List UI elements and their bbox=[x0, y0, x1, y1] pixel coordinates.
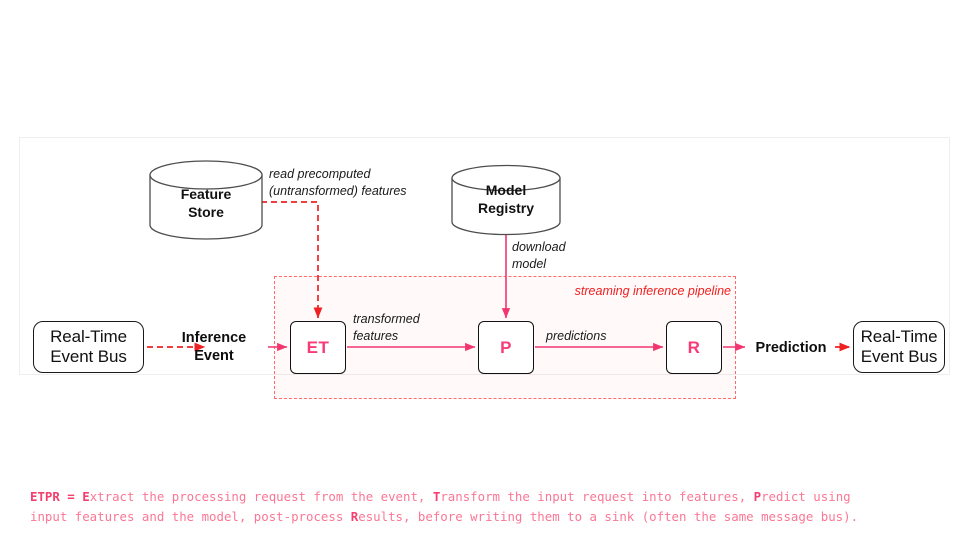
model-registry-node[interactable]: Model Registry bbox=[452, 166, 560, 236]
feature-store-node[interactable]: Feature Store bbox=[150, 161, 262, 239]
real-time-event-bus-input-node[interactable]: Real-Time Event Bus bbox=[33, 321, 144, 373]
edge-label-download-model: download model bbox=[512, 240, 566, 271]
edge-label-transformed-features: transformed features bbox=[353, 312, 420, 343]
bus-out-label: Real-Time Event Bus bbox=[861, 327, 938, 368]
bus-in-label-line2: Event Bus bbox=[50, 347, 127, 366]
bus-in-label-line1: Real-Time bbox=[50, 326, 127, 346]
feature-store-label-line1: Feature bbox=[180, 186, 232, 202]
feature-store-label-line2: Store bbox=[188, 203, 224, 220]
pipeline-group-label: streaming inference pipeline bbox=[574, 284, 731, 298]
etpr-caption-line-2: input features and the model, post-proce… bbox=[30, 509, 859, 525]
extract-transform-node[interactable]: ET bbox=[290, 321, 346, 374]
bus-out-label-line2: Event Bus bbox=[860, 347, 938, 366]
model-registry-label: Model Registry bbox=[452, 182, 560, 217]
results-node[interactable]: R bbox=[666, 321, 722, 374]
predict-label: P bbox=[500, 337, 512, 357]
etpr-caption-line-1: ETPR = Extract the processing request fr… bbox=[30, 489, 851, 504]
predict-node[interactable]: P bbox=[478, 321, 534, 374]
etpr-caption: ETPR = Extract the processing request fr… bbox=[30, 487, 930, 527]
real-time-event-bus-output-node[interactable]: Real-Time Event Bus bbox=[853, 321, 945, 373]
model-registry-label-line1: Model bbox=[485, 182, 527, 198]
extract-transform-label: ET bbox=[306, 337, 330, 357]
edge-label-read-precomputed-features: read precomputed (untransformed) feature… bbox=[269, 167, 407, 198]
bus-out-label-line1: Real-Time bbox=[860, 326, 938, 346]
edge-label-predictions: predictions bbox=[546, 329, 607, 343]
flow-label-inference-event: Inference Event bbox=[181, 330, 247, 365]
feature-store-label: Feature Store bbox=[150, 186, 262, 221]
flow-label-prediction: Prediction bbox=[755, 340, 827, 356]
results-label: R bbox=[687, 337, 701, 357]
bus-in-label: Real-Time Event Bus bbox=[50, 327, 127, 368]
model-registry-label-line2: Registry bbox=[477, 199, 535, 216]
